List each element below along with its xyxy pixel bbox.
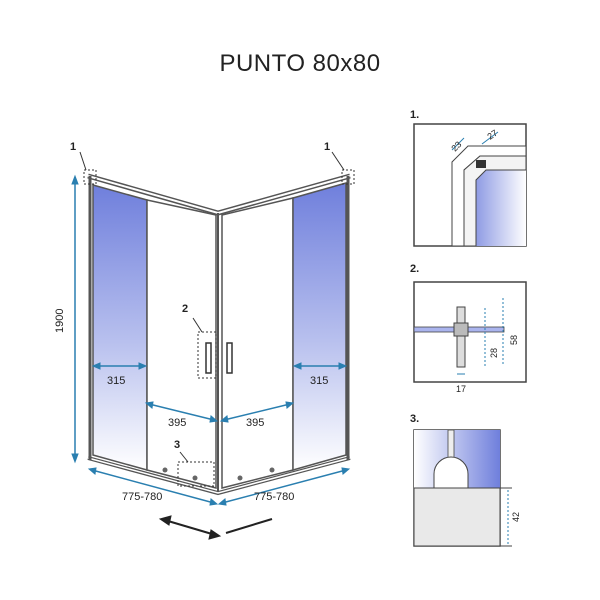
left-handle [205, 342, 212, 374]
side-label-right: 315 [310, 375, 328, 387]
side-dimension-left [91, 362, 148, 370]
door-label-right: 395 [246, 417, 264, 429]
detail-3-label: 3. [410, 413, 419, 425]
door-label-left: 395 [168, 417, 186, 429]
page-title: PUNTO 80x80 [219, 50, 381, 77]
right-handle [226, 342, 233, 374]
detail-2-dim-b: 28 [489, 348, 499, 358]
side-label-left: 315 [107, 375, 125, 387]
detail-2-label: 2. [410, 263, 419, 275]
width-label-right: 775-780 [254, 491, 294, 503]
width-dimension-right [217, 467, 351, 506]
door-dimension-right [219, 401, 295, 423]
width-label-left: 775-780 [122, 491, 162, 503]
width-dimension-left [87, 467, 219, 506]
detail-1 [413, 123, 527, 247]
detail-3-dim-a: 42 [511, 512, 521, 522]
height-dimension [71, 174, 79, 464]
left-fixed-panel [92, 184, 148, 471]
detail-1-label: 1. [410, 109, 419, 121]
callout-1-left: 1 [70, 141, 76, 153]
detail-2-dim-c: 17 [456, 384, 466, 394]
detail-3 [413, 429, 512, 547]
callout-3: 3 [174, 439, 180, 451]
callout-2: 2 [182, 303, 188, 315]
detail-2 [413, 281, 527, 383]
height-label: 1900 [54, 309, 66, 333]
side-dimension-right [292, 362, 348, 370]
detail-2-dim-a: 58 [509, 335, 519, 345]
detail-1-dim-b: 27 [485, 128, 499, 142]
enclosure [87, 173, 351, 496]
slide-arrow-icon [158, 515, 273, 540]
right-fixed-panel [292, 182, 347, 471]
door-dimension-left [144, 401, 219, 423]
callout-1-right: 1 [324, 141, 330, 153]
